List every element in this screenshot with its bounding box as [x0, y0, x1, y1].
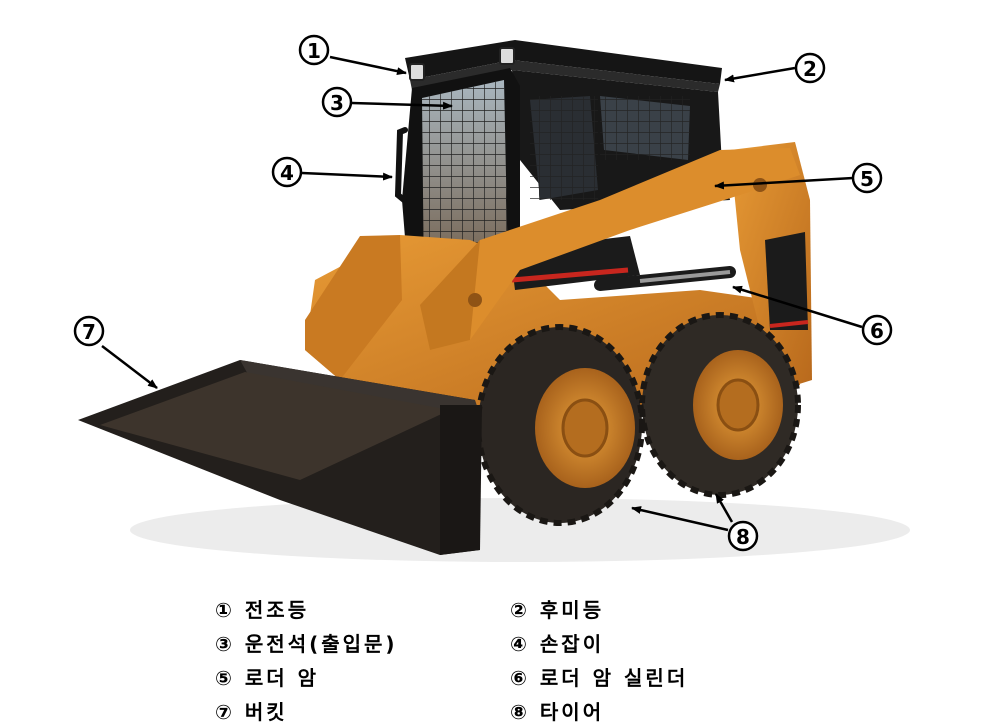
svg-text:8: 8 — [736, 525, 750, 549]
legend-item-loader-arm: ⑤ 로더 암 — [215, 666, 320, 690]
lift-cylinder — [594, 266, 736, 291]
arrow-7 — [101, 345, 158, 389]
arrow-5 — [714, 176, 854, 190]
bucket — [78, 360, 482, 555]
arrow-3 — [351, 101, 453, 110]
callout-1: 1 — [298, 34, 330, 66]
arrow-8b — [714, 493, 734, 523]
tires — [475, 312, 801, 526]
callout-6: 6 — [861, 314, 893, 346]
svg-text:6: 6 — [870, 319, 884, 343]
svg-text:1: 1 — [307, 39, 321, 63]
svg-text:2: 2 — [803, 57, 817, 81]
callout-8: 8 — [727, 520, 759, 552]
legend-item-headlight: ① 전조등 — [215, 598, 310, 622]
skid-steer-loader-diagram: 1 2 3 4 5 6 7 8 — [73, 34, 910, 562]
callout-7: 7 — [73, 315, 105, 347]
callout-5: 5 — [851, 162, 883, 194]
grab-handle — [394, 127, 408, 203]
callout-3: 3 — [321, 86, 353, 118]
arrow-1 — [329, 55, 407, 76]
arrow-4 — [301, 171, 393, 181]
loader-arm — [420, 148, 800, 350]
legend-item-tire: ⑧ 타이어 — [510, 700, 605, 724]
callout-4: 4 — [271, 156, 303, 188]
legend-item-bucket: ⑦ 버킷 — [215, 700, 288, 724]
callout-2: 2 — [794, 52, 826, 84]
svg-text:3: 3 — [330, 91, 344, 115]
parts-legend: ① 전조등 ② 후미등 ③ 운전석(출입문) ④ 손잡이 ⑤ 로더 암 ⑥ 로더… — [215, 590, 815, 724]
headlight-left — [409, 63, 425, 81]
legend-item-taillight: ② 후미등 — [510, 598, 605, 622]
arrow-6 — [732, 285, 863, 329]
legend-item-handle: ④ 손잡이 — [510, 632, 605, 656]
svg-text:7: 7 — [82, 320, 96, 344]
legend-item-cab-door: ③ 운전석(출입문) — [215, 632, 398, 656]
arrow-2 — [724, 66, 796, 83]
svg-text:4: 4 — [280, 161, 294, 185]
arrow-8a — [631, 506, 729, 532]
svg-text:5: 5 — [860, 167, 874, 191]
callout-arrows — [101, 55, 863, 532]
headlight-right — [499, 47, 515, 65]
legend-item-arm-cylinder: ⑥ 로더 암 실린더 — [510, 666, 689, 690]
